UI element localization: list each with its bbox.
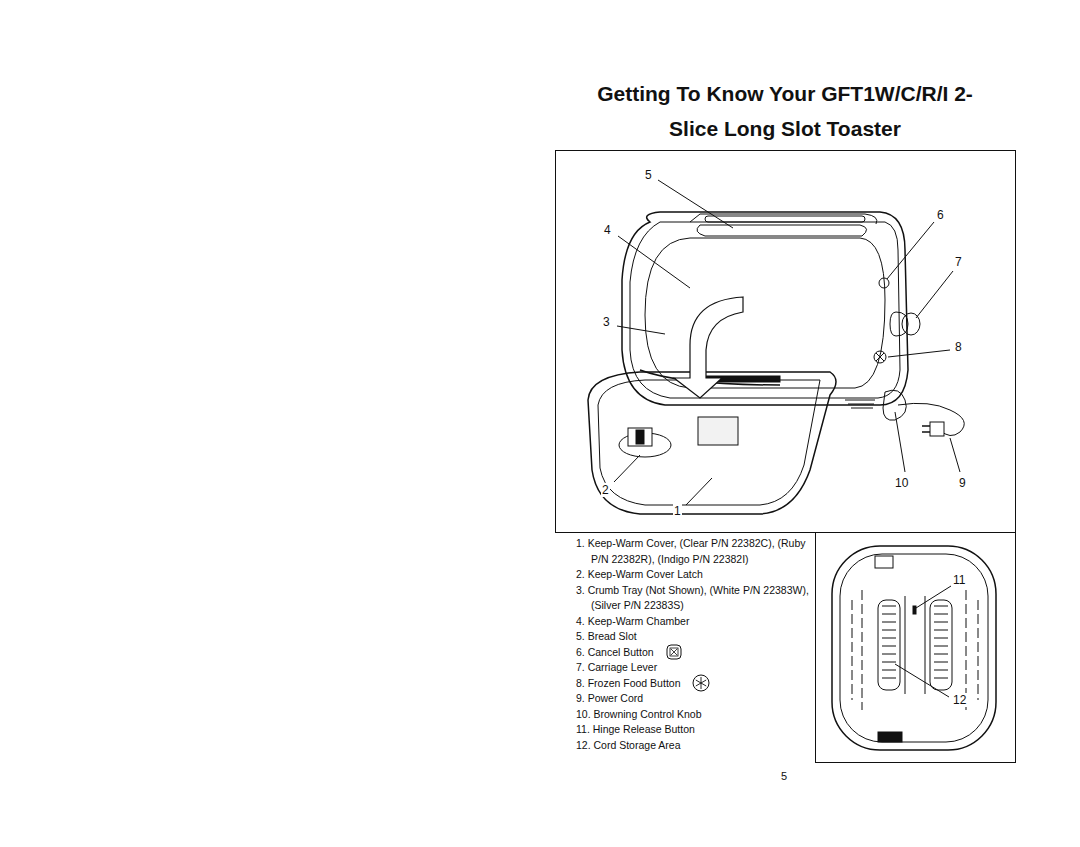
part-list-item: 6. Cancel Button (576, 645, 814, 661)
callout-number: 7 (954, 255, 963, 269)
part-list-item: 1. Keep-Warm Cover, (Clear P/N 22382C), … (576, 536, 814, 567)
cancel-icon (666, 644, 682, 660)
callout-number: 12 (952, 693, 967, 707)
callout-number: 8 (954, 340, 963, 354)
part-list-item: 8. Frozen Food Button (576, 676, 814, 692)
callout-number: 6 (936, 208, 945, 222)
callout-number: 1 (673, 504, 682, 518)
page-title: Getting To Know Your GFT1W/C/R/I 2-Slice… (585, 76, 985, 146)
parts-list: 1. Keep-Warm Cover, (Clear P/N 22382C), … (576, 536, 814, 753)
part-list-item: 9. Power Cord (576, 691, 814, 707)
part-list-item: 10. Browning Control Knob (576, 707, 814, 723)
part-list-item: 3. Crumb Tray (Not Shown), (White P/N 22… (576, 583, 814, 614)
page-number: 5 (781, 770, 787, 782)
callout-number: 11 (952, 573, 966, 587)
part-list-item: 11. Hinge Release Button (576, 722, 814, 738)
part-list-item: 7. Carriage Lever (576, 660, 814, 676)
callout-number: 3 (602, 315, 611, 329)
callout-number: 4 (603, 223, 612, 237)
callout-number: 10 (894, 476, 909, 490)
part-list-item: 2. Keep-Warm Cover Latch (576, 567, 814, 583)
frozen-icon (692, 674, 710, 692)
part-list-item: 12. Cord Storage Area (576, 738, 814, 754)
part-list-item: 4. Keep-Warm Chamber (576, 614, 814, 630)
callout-number: 9 (958, 476, 967, 490)
callout-number: 5 (644, 168, 653, 182)
callout-number: 2 (601, 483, 610, 497)
part-list-item: 5. Bread Slot (576, 629, 814, 645)
